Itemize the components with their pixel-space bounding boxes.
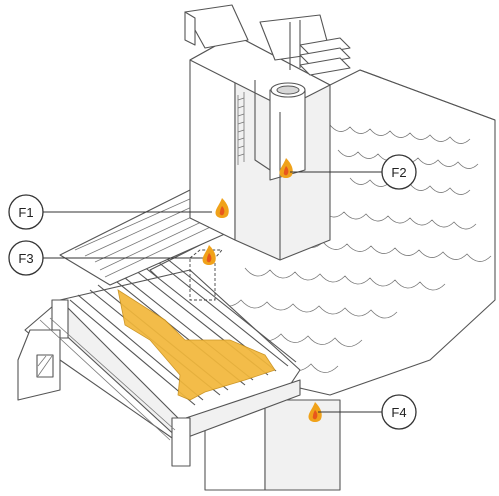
svg-text:F3: F3 bbox=[18, 251, 33, 266]
flame-icon bbox=[215, 198, 229, 218]
label-f3: F3 bbox=[8, 240, 44, 276]
label-f1: F1 bbox=[8, 194, 44, 230]
floor-deck bbox=[17, 257, 301, 467]
svg-text:F1: F1 bbox=[18, 205, 33, 220]
label-f4: F4 bbox=[381, 394, 417, 430]
flame-icon bbox=[308, 402, 322, 422]
flame-icon bbox=[202, 245, 216, 265]
concealed-spread-highlight bbox=[117, 289, 276, 401]
svg-text:F2: F2 bbox=[391, 165, 406, 180]
chimney bbox=[184, 4, 351, 261]
label-f2: F2 bbox=[381, 154, 417, 190]
svg-text:F4: F4 bbox=[391, 405, 406, 420]
flame-icon bbox=[279, 158, 293, 178]
